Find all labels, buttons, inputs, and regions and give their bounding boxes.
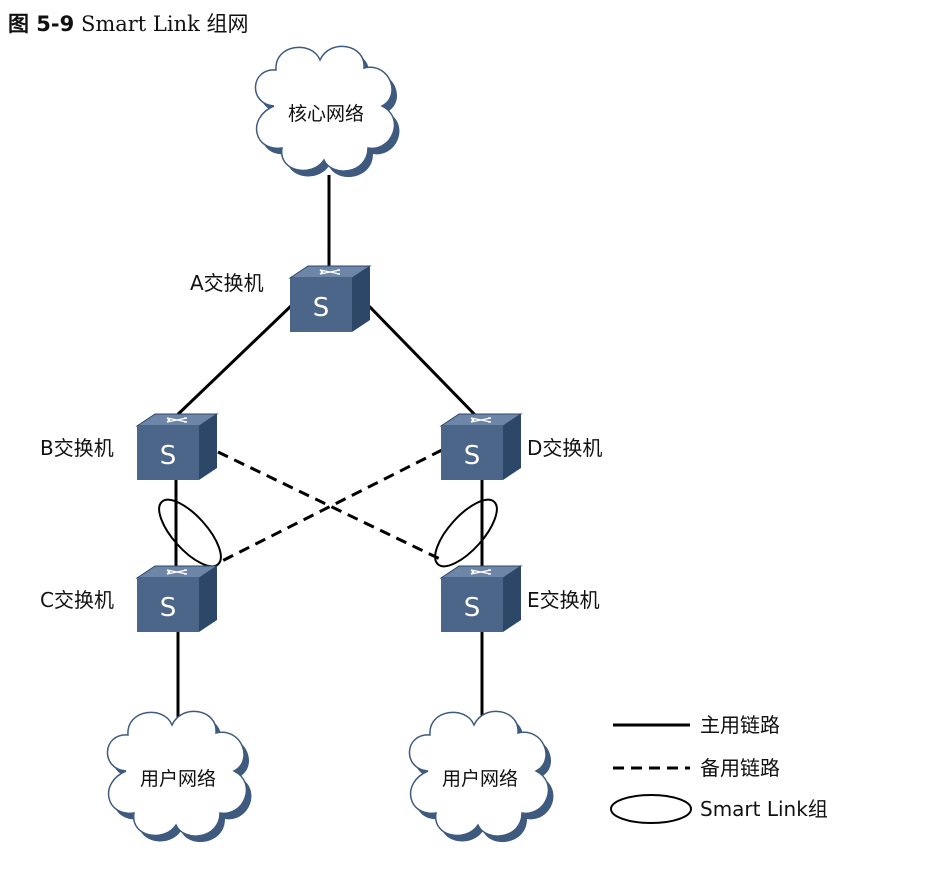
smart-link-group-right	[434, 498, 498, 568]
switch-c-label: C交换机	[40, 588, 114, 612]
link-d-to-c-backup	[219, 448, 443, 564]
switch-a-symbol: S	[313, 293, 330, 323]
core-network-cloud: 核心网络	[254, 45, 400, 178]
smart-link-groups	[158, 498, 498, 568]
backup-links	[217, 448, 443, 564]
switch-e: S	[440, 565, 522, 633]
user-network-right-label: 用户网络	[442, 768, 518, 790]
link-a-to-b	[170, 303, 294, 422]
primary-links	[170, 175, 484, 720]
legend-primary-label: 主用链路	[700, 713, 780, 737]
switch-e-symbol: S	[464, 593, 481, 623]
switch-c: S	[136, 565, 218, 633]
user-network-left-cloud: 用户网络	[106, 710, 252, 843]
switch-b-symbol: S	[160, 441, 177, 471]
figure-title: 图 5-9 Smart Link 组网	[8, 8, 249, 38]
legend: 主用链路 备用链路 Smart Link组	[610, 713, 828, 824]
link-b-to-e-backup	[217, 450, 443, 562]
switch-d: S	[440, 413, 522, 481]
legend-smart-link-ellipse	[610, 794, 692, 824]
core-network-label: 核心网络	[288, 103, 364, 125]
switch-b-label: B交换机	[40, 436, 114, 460]
user-network-left-label: 用户网络	[140, 768, 216, 790]
switch-a: S	[289, 265, 371, 333]
switch-icon	[440, 413, 522, 481]
switch-a-label: A交换机	[190, 271, 264, 295]
switch-e-label: E交换机	[527, 588, 600, 612]
switch-icon	[440, 565, 522, 633]
switch-d-symbol: S	[464, 441, 481, 471]
link-a-to-d	[366, 303, 482, 422]
switch-c-symbol: S	[160, 593, 177, 623]
figure-caption: Smart Link 组网	[80, 12, 249, 36]
legend-backup-label: 备用链路	[700, 756, 780, 780]
switch-icon	[136, 413, 218, 481]
switch-icon	[136, 565, 218, 633]
switch-b: S	[136, 413, 218, 481]
switch-icon	[289, 265, 371, 333]
switch-d-label: D交换机	[527, 436, 602, 460]
figure-number: 图 5-9	[8, 12, 75, 36]
legend-smart-link-label: Smart Link组	[700, 797, 828, 821]
smart-link-group-left	[158, 498, 222, 568]
user-network-right-cloud: 用户网络	[408, 710, 554, 843]
